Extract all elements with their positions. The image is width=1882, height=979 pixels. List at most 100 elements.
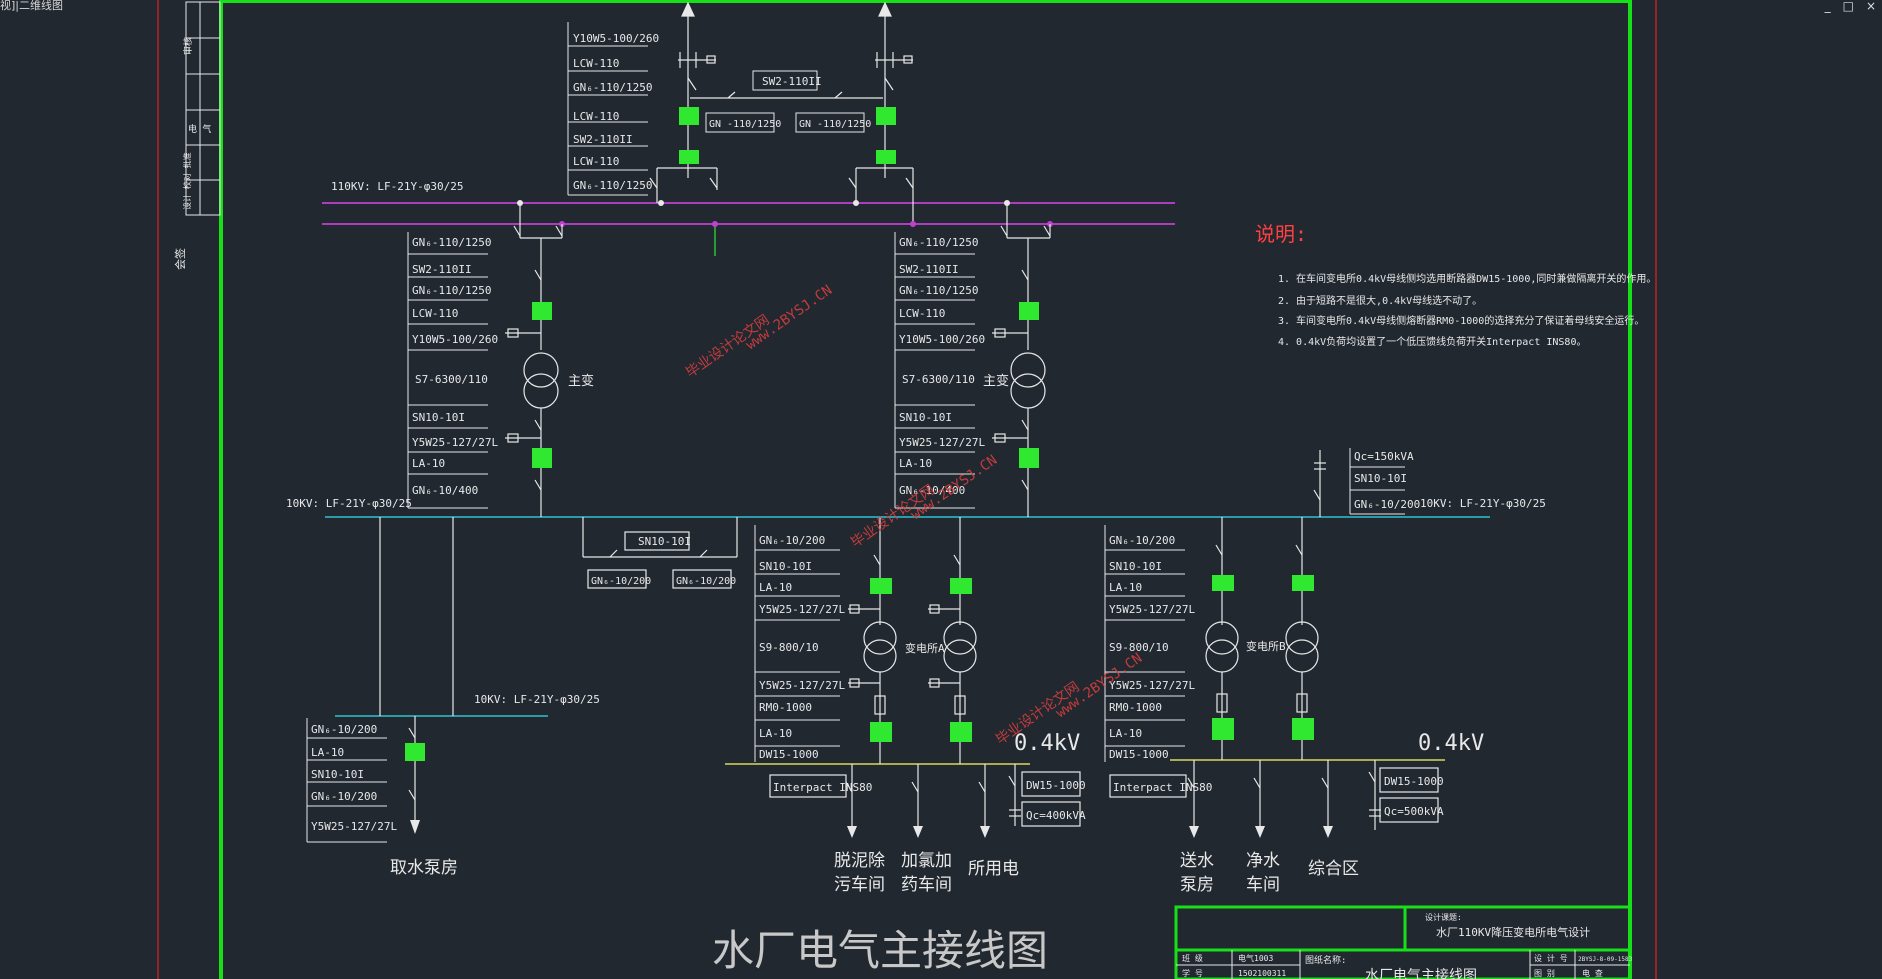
sub-a-label-1: SN10-10I — [759, 560, 812, 573]
incoming-labels-box — [567, 22, 648, 196]
tx-right-label-3: LCW-110 — [899, 307, 945, 320]
drawing-frame — [219, 0, 1632, 979]
main-transformer-1-breakers — [532, 302, 552, 468]
tx-left-label-3: LCW-110 — [412, 307, 458, 320]
window-tab-title[interactable]: 视]|二维线图 — [0, 0, 63, 12]
bus-tie — [582, 517, 738, 589]
note-item-3: 3. 车间变电所0.4kV母线侧熔断器RM0-1000的选择充分了保证着母线安全… — [1278, 314, 1644, 327]
tb-design-label: 设计课题: — [1425, 912, 1462, 922]
tx-left-label-7: Y5W25-127/27L — [412, 436, 498, 449]
close-icon[interactable]: × — [1865, 0, 1876, 13]
incoming-label-ct3: LCW-110 — [573, 155, 619, 168]
sub-a-label-3: Y5W25-127/27L — [759, 603, 845, 616]
diagram-title: 水厂电气主接线图 — [712, 926, 1048, 975]
sub-b-label-6: RM0-1000 — [1109, 701, 1162, 714]
load-chlorine-1: 加氯加 — [901, 851, 952, 871]
load-sludge-2: 污车间 — [834, 875, 885, 895]
substation-b-labels-box — [1104, 525, 1185, 762]
load-water-pump-1: 送水 — [1180, 851, 1214, 871]
lv-left-cap-switch: DW15-1000 — [1026, 779, 1086, 792]
window-controls: _ □ × — [1825, 0, 1876, 14]
sub-b-label-8: DW15-1000 — [1109, 748, 1169, 761]
load-purify-2: 车间 — [1246, 875, 1280, 895]
load-purify-1: 净水 — [1246, 851, 1280, 871]
capacitor-label-1: SN10-10I — [1354, 472, 1407, 485]
bus-tie-gn-right: GN₆-10/200 — [676, 576, 736, 587]
note-item-2: 2. 由于短路不是很大,0.4kV母线选不动了。 — [1278, 294, 1482, 307]
sub-b-label-0: GN₆-10/200 — [1109, 534, 1175, 547]
tx-labels-right-box — [894, 232, 975, 509]
sidebar-row-electric: 电 气 — [188, 123, 211, 135]
bus-tie-label: SN10-10I — [638, 535, 691, 548]
sub-a-label-5: Y5W25-127/27L — [759, 679, 845, 692]
lv-feeders-left-arrows — [847, 826, 990, 838]
incoming-label-breaker: SW2-110II — [573, 133, 633, 146]
bus-tie-gn-left: GN₆-10/200 — [591, 576, 651, 587]
capacitor-label-2: GN₆-10/200 — [1354, 498, 1420, 511]
tx-right-label-2: GN₆-110/1250 — [899, 284, 978, 297]
sub-a-label-4: S9-800/10 — [759, 641, 819, 654]
pump-feeder — [379, 517, 454, 820]
incoming-label-gn2: GN₆-110/1250 — [573, 179, 652, 192]
main-transformer-2-breakers — [1019, 302, 1039, 468]
pump-label-2: SN10-10I — [311, 768, 364, 781]
load-station-power: 所用电 — [968, 859, 1019, 879]
tx-left-label-9: GN₆-10/400 — [412, 484, 478, 497]
incoming-label-ct2: LCW-110 — [573, 110, 619, 123]
incoming-line-arrester — [678, 52, 913, 91]
minimize-icon[interactable]: _ — [1824, 0, 1831, 13]
tb-r2a: 学 号 — [1182, 968, 1203, 978]
sidebar-row-audit: 审核 — [182, 37, 194, 55]
tx-right-label-1: SW2-110II — [899, 263, 959, 276]
main-transformer-2 — [992, 203, 1051, 517]
main-transformer-1-label: 主变 — [568, 373, 594, 389]
tx-right-label-7: Y5W25-127/27L — [899, 436, 985, 449]
capacitor-label-0: Qc=150kVA — [1354, 450, 1414, 463]
incoming-bridge — [649, 91, 914, 256]
maximize-icon[interactable]: □ — [1842, 0, 1854, 13]
bus-10kv-left-label: 10KV: LF-21Y-φ30/25 — [286, 497, 412, 510]
tx-left-label-0: GN₆-110/1250 — [412, 236, 491, 249]
tb-design-value: 水厂110KV降压变电所电气设计 — [1436, 925, 1590, 939]
lv-right-cap-switch: DW15-1000 — [1384, 775, 1444, 788]
tx-right-label-0: GN₆-110/1250 — [899, 236, 978, 249]
pump-feeder-arrow — [410, 820, 420, 834]
tx-left-label-1: SW2-110II — [412, 263, 472, 276]
title-block-grid — [1176, 950, 1630, 979]
pump-feeder-breaker — [405, 743, 425, 761]
tb-r1b: 电气1003 — [1238, 953, 1273, 963]
tx-right-label-5: S7-6300/110 — [902, 373, 975, 386]
pump-label-1: LA-10 — [311, 746, 344, 759]
bus-10kv-right-label: 10KV: LF-21Y-φ30/25 — [1420, 497, 1546, 510]
tx-left-label-2: GN₆-110/1250 — [412, 284, 491, 297]
main-transformer-2-label: 主变 — [983, 373, 1009, 389]
load-sludge-1: 脱泥除 — [834, 851, 885, 871]
incoming-bus-dots — [517, 200, 1053, 227]
lv-feeders-left — [769, 764, 1081, 827]
note-item-4: 4. 0.4kV负荷均设置了一个低压馈线负荷开关Interpact INS80。 — [1278, 335, 1586, 348]
incoming-label-arrester: Y10W5-100/260 — [573, 32, 659, 45]
bridge-label-boxes — [705, 70, 865, 133]
bus-04kv-left-label: 0.4kV — [1014, 731, 1080, 756]
bus-110kv-label: 110KV: LF-21Y-φ30/25 — [331, 180, 463, 193]
load-water-pump-2: 泵房 — [1180, 875, 1214, 895]
lv-feeders-right-arrows — [1189, 826, 1333, 838]
sub-b-label-5: Y5W25-127/27L — [1109, 679, 1195, 692]
tx-right-label-6: SN10-10I — [899, 411, 952, 424]
incoming-breakers — [679, 107, 896, 164]
main-transformer-1 — [505, 203, 563, 517]
tx-left-label-6: SN10-10I — [412, 411, 465, 424]
tb-drawing-value: 水厂电气主接线图 — [1365, 967, 1477, 979]
title-block-frame — [1174, 905, 1632, 979]
capacitor-feeder-10kv — [1313, 450, 1326, 517]
sub-b-label-2: LA-10 — [1109, 581, 1142, 594]
sub-a-label-7: LA-10 — [759, 727, 792, 740]
incoming-label-gn1: GN₆-110/1250 — [573, 81, 652, 94]
signature-column — [185, 1, 221, 216]
pump-label-3: GN₆-10/200 — [311, 790, 377, 803]
substation-a-labels-box — [754, 525, 840, 762]
substation-a-transformers — [848, 517, 977, 764]
tx-right-label-8: LA-10 — [899, 457, 932, 470]
